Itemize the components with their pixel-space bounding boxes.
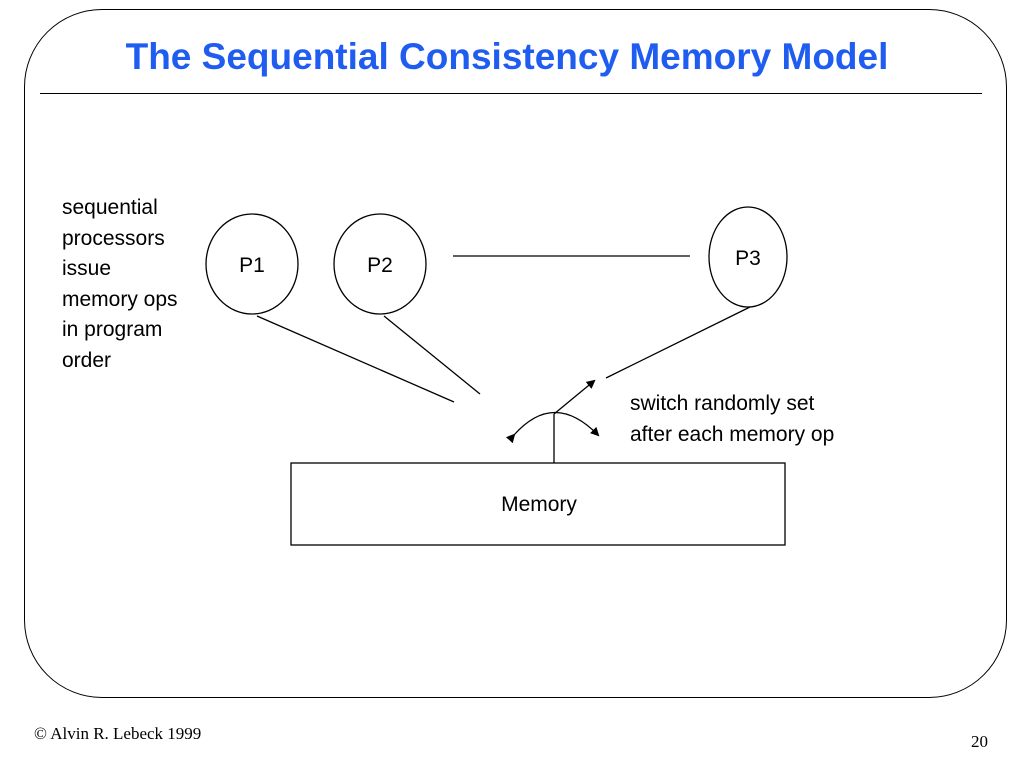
processor-p1-label: P1 xyxy=(239,254,265,277)
processors-note-line: memory ops xyxy=(62,287,178,311)
processors-note-line: order xyxy=(62,348,112,372)
copyright-footer: © Alvin R. Lebeck 1999 xyxy=(34,724,202,743)
memory-label: Memory xyxy=(501,493,577,516)
slide-frame xyxy=(24,9,1007,698)
processors-note-line: processors xyxy=(62,226,165,250)
processors-note-line: sequential xyxy=(62,196,158,219)
switch-rotation-arrow xyxy=(505,412,600,444)
processors-note-line: issue xyxy=(62,257,112,280)
title-divider xyxy=(40,93,982,94)
processor-p2-label: P2 xyxy=(367,254,393,277)
processors-note: sequential processors issue memory ops i… xyxy=(62,193,232,376)
processors-note-line: in program xyxy=(62,318,163,341)
processor-p3-label: P3 xyxy=(735,247,761,270)
processor-p2: P2 xyxy=(333,213,427,315)
p3-connection-line xyxy=(605,306,751,379)
switch-arrow xyxy=(553,379,596,415)
switch-note-line: after each memory op xyxy=(630,423,835,446)
switch-note-line: switch randomly set xyxy=(630,392,815,415)
p2-connection-line xyxy=(383,315,481,395)
p1-connection-line xyxy=(256,315,455,403)
memory-switch xyxy=(505,379,600,463)
processor-p1: P1 xyxy=(205,213,299,315)
page-number: 20 xyxy=(971,732,988,751)
memory-box: Memory xyxy=(290,462,786,546)
slide-title: The Sequential Consistency Memory Model xyxy=(125,36,889,77)
switch-note: switch randomly set after each memory op xyxy=(630,388,834,450)
processor-p3: P3 xyxy=(708,206,788,308)
